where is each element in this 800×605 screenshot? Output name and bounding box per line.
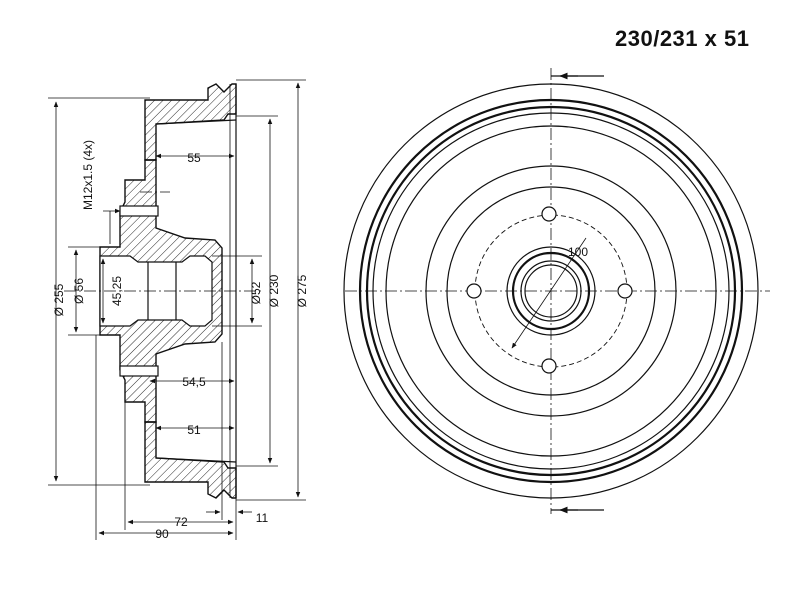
thread-hole-upper — [119, 205, 159, 217]
dim-w11: 11 — [256, 511, 269, 525]
dim-w90: 90 — [155, 527, 169, 541]
dim-w55: 55 — [187, 151, 201, 165]
dim-d255: Ø 255 — [52, 283, 66, 316]
dim-w51: 51 — [187, 423, 201, 437]
dim-pcd: 100 — [568, 245, 588, 259]
dim-d230: Ø 230 — [267, 274, 281, 307]
bolt-hole-left — [466, 283, 482, 299]
thread-hole-lower — [119, 365, 159, 377]
dim-w54: 54,5 — [182, 375, 206, 389]
dim-d56: Ø 56 — [72, 278, 86, 304]
dim-d52: Ø52 — [249, 281, 263, 304]
front-view: 100 — [343, 68, 770, 514]
dim-d275: Ø 275 — [295, 274, 309, 307]
bolt-hole-right — [617, 283, 633, 299]
dim-w72: 72 — [174, 515, 188, 529]
drum-size-title: 230/231 x 51 — [615, 26, 750, 51]
dim-d45: 45,25 — [110, 276, 124, 306]
bolt-hole-top — [541, 206, 557, 222]
dim-thread: M12x1.5 (4x) — [81, 140, 95, 210]
bolt-hole-bottom — [541, 358, 557, 374]
section-dimensions: Ø 255 Ø 56 45,25 Ø52 Ø 230 Ø 275 M12x1.5… — [48, 79, 309, 541]
